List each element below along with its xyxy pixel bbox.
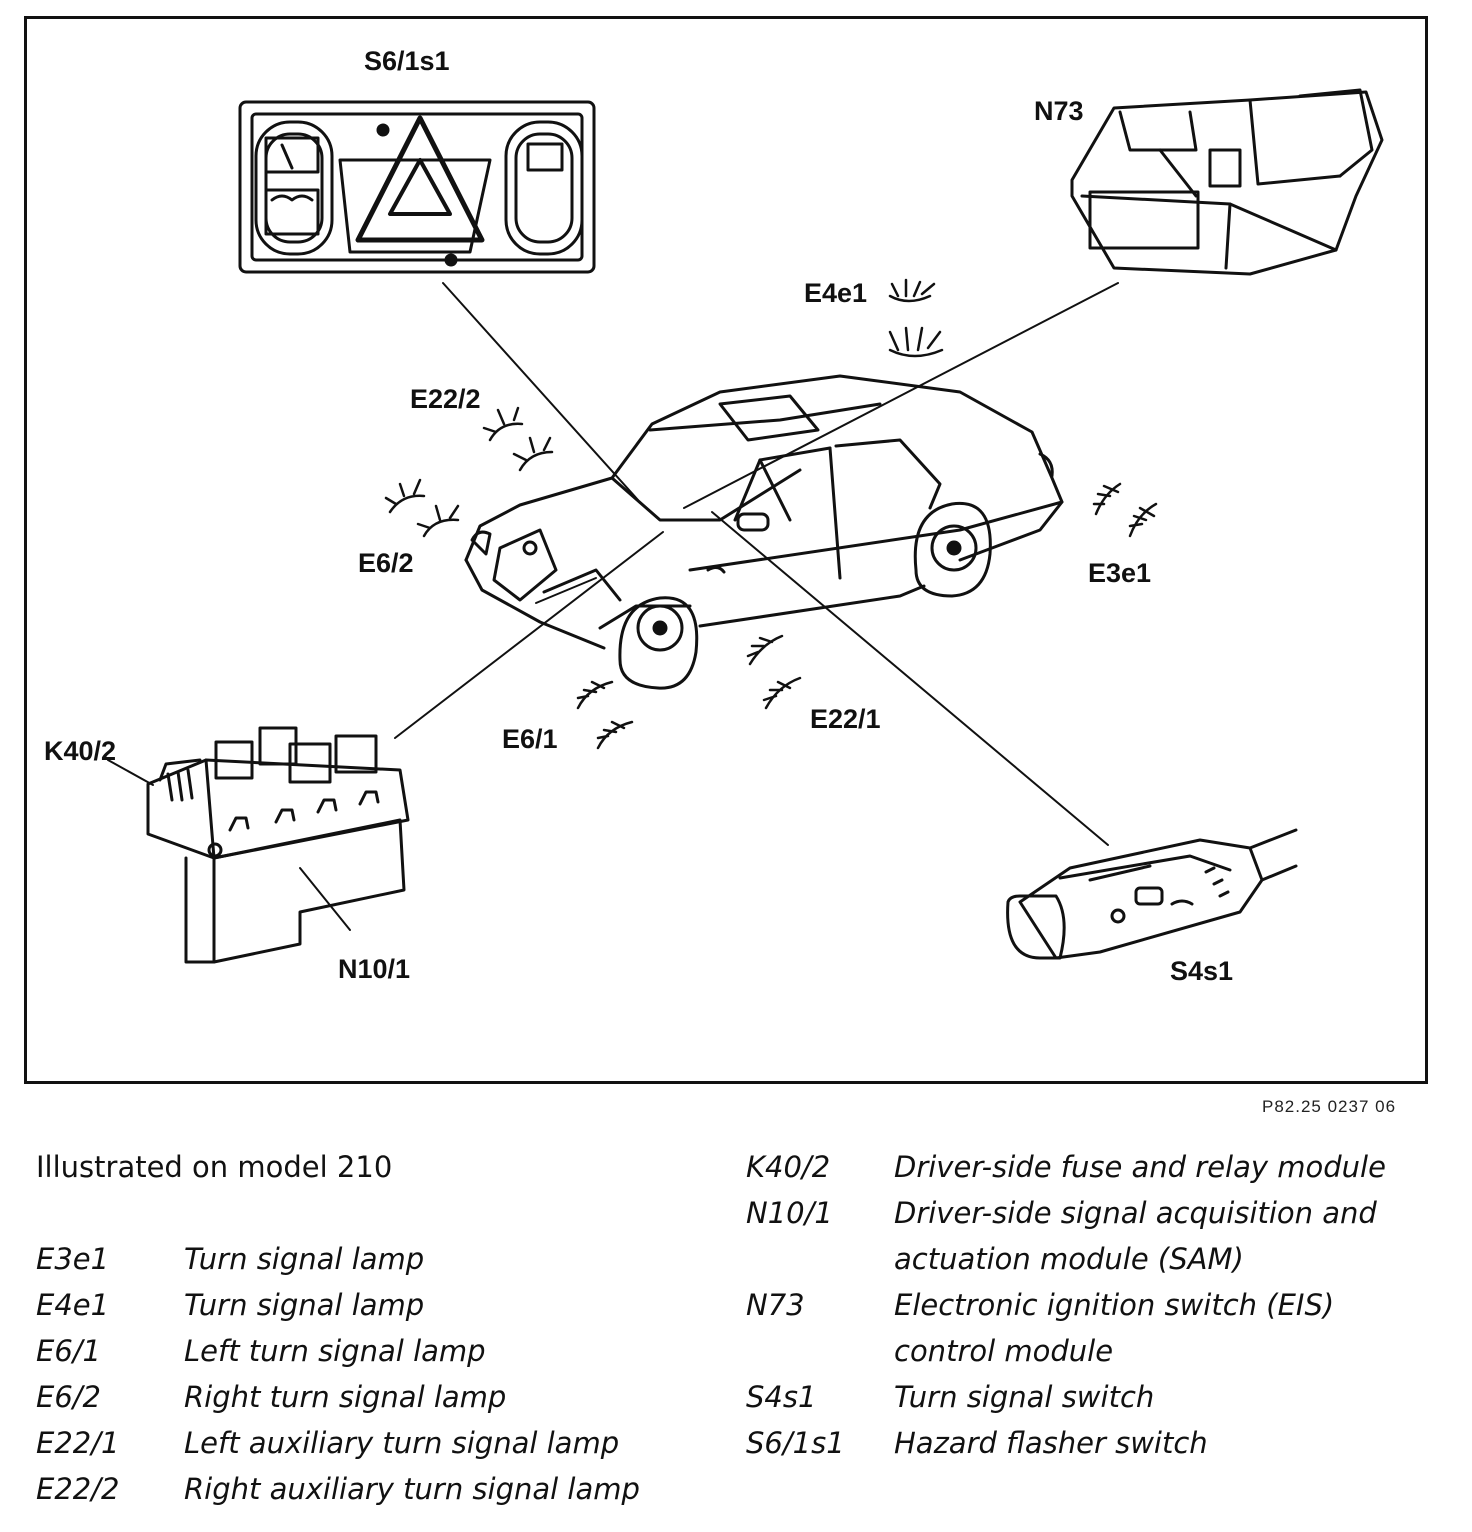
label-n73: N73 [1034, 96, 1084, 126]
legend-desc: Driver-side fuse and relay module [894, 1150, 1386, 1184]
legend-desc: Electronic ignition switch (EIS) [894, 1288, 1335, 1322]
hazard-flasher-switch-drawing [238, 100, 596, 274]
legend-row: E3e1 Turn signal lamp [36, 1242, 736, 1288]
label-e3e1: E3e1 [1088, 558, 1152, 588]
legend-row: S4s1 Turn signal switch [746, 1380, 1446, 1426]
eis-module-drawing [1070, 88, 1384, 276]
legend-desc: Left turn signal lamp [184, 1334, 486, 1368]
legend-code: S4s1 [746, 1380, 817, 1414]
legend-row: E22/2 Right auxiliary turn signal lamp [36, 1472, 736, 1518]
label-e6-1: E6/1 [502, 724, 558, 754]
leader-lines [107, 282, 1119, 931]
label-e4e1: E4e1 [804, 278, 868, 308]
legend-desc: Driver-side signal acquisition and [894, 1196, 1377, 1230]
label-e22-1: E22/1 [810, 704, 881, 734]
label-n10-1: N10/1 [338, 954, 411, 984]
legend-left: E3e1 Turn signal lamp E4e1 Turn signal l… [36, 1242, 736, 1518]
fuse-relay-module-drawing [146, 726, 410, 964]
legend-desc: Right auxiliary turn signal lamp [184, 1472, 640, 1506]
legend-row: N10/1 Driver-side signal acquisition and… [746, 1196, 1446, 1288]
legend-code: K40/2 [746, 1150, 831, 1184]
figure-code: P82.25 0237 06 [1262, 1097, 1397, 1116]
legend-row: E4e1 Turn signal lamp [36, 1288, 736, 1334]
legend-row: K40/2 Driver-side fuse and relay module [746, 1150, 1446, 1196]
legend-desc: Hazard flasher switch [894, 1426, 1208, 1460]
legend-right: K40/2 Driver-side fuse and relay module … [746, 1150, 1446, 1472]
legend-code: E22/2 [36, 1472, 120, 1506]
label-s4s1: S4s1 [1170, 956, 1234, 986]
caption: Illustrated on model 210 [36, 1150, 393, 1184]
legend-code: E4e1 [36, 1288, 110, 1322]
legend-desc: Turn signal switch [894, 1380, 1155, 1414]
label-k40-2: K40/2 [44, 736, 117, 766]
legend-desc-continued: actuation module (SAM) [894, 1242, 1244, 1276]
legend-row: E6/1 Left turn signal lamp [36, 1334, 736, 1380]
legend-desc: Right turn signal lamp [184, 1380, 507, 1414]
legend-row: E6/2 Right turn signal lamp [36, 1380, 736, 1426]
legend-desc: Left auxiliary turn signal lamp [184, 1426, 620, 1460]
legend-code: E6/2 [36, 1380, 101, 1414]
legend-row: N73 Electronic ignition switch (EIS) con… [746, 1288, 1446, 1380]
label-e6-2: E6/2 [358, 548, 414, 578]
lamp-flash-symbols [384, 278, 1158, 750]
label-s6-1s1: S6/1s1 [364, 46, 450, 76]
legend-desc: Turn signal lamp [184, 1242, 425, 1276]
label-e22-2: E22/2 [410, 384, 481, 414]
legend-code: N10/1 [746, 1196, 833, 1230]
legend-code: E22/1 [36, 1426, 120, 1460]
legend-code: N73 [746, 1288, 805, 1322]
legend-code: E6/1 [36, 1334, 101, 1368]
legend-desc-continued: control module [894, 1334, 1114, 1368]
turn-signal-switch-drawing [1006, 828, 1298, 960]
diagram-frame [24, 16, 1428, 1084]
legend-row: E22/1 Left auxiliary turn signal lamp [36, 1426, 736, 1472]
legend-code: S6/1s1 [746, 1426, 845, 1460]
legend-code: E3e1 [36, 1242, 110, 1276]
legend-desc: Turn signal lamp [184, 1288, 425, 1322]
car-drawing [464, 374, 1064, 690]
legend-row: S6/1s1 Hazard flasher switch [746, 1426, 1446, 1472]
